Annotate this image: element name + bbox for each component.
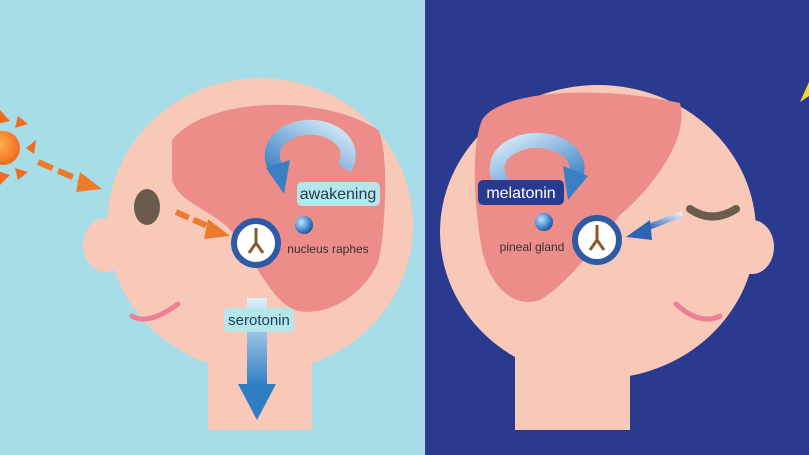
night-eye-to-clock-arrow	[626, 211, 684, 240]
open-eye-icon	[134, 189, 160, 225]
clock-icon	[231, 218, 281, 268]
sun-icon	[0, 110, 36, 185]
awakening-label: awakening	[297, 182, 380, 206]
moon-icon	[800, 82, 809, 102]
awakening-text: awakening	[300, 186, 377, 203]
eye-to-clock-arrow	[174, 209, 230, 239]
clock-icon	[572, 215, 622, 265]
night-panel: melatonin pineal gland	[440, 82, 809, 430]
pineal-gland-ball	[535, 213, 553, 231]
closed-eye-icon	[686, 205, 740, 221]
melatonin-text: melatonin	[486, 185, 555, 202]
melatonin-label: melatonin	[478, 180, 564, 205]
day-panel: awakening nucleus raphes serotonin	[0, 78, 413, 430]
serotonin-label: serotonin	[228, 312, 290, 329]
pineal-gland-label: pineal gland	[500, 240, 565, 254]
nucleus-raphes-label: nucleus raphes	[287, 242, 368, 256]
nucleus-raphes-ball	[295, 216, 313, 234]
serotonin-arrow: serotonin	[224, 298, 294, 420]
night-mouth	[673, 301, 723, 322]
sunlight-arrow	[36, 159, 102, 192]
awakening-cycle-arrow	[264, 119, 356, 194]
melatonin-cycle-arrow	[489, 132, 588, 200]
day-mouth	[129, 301, 181, 322]
